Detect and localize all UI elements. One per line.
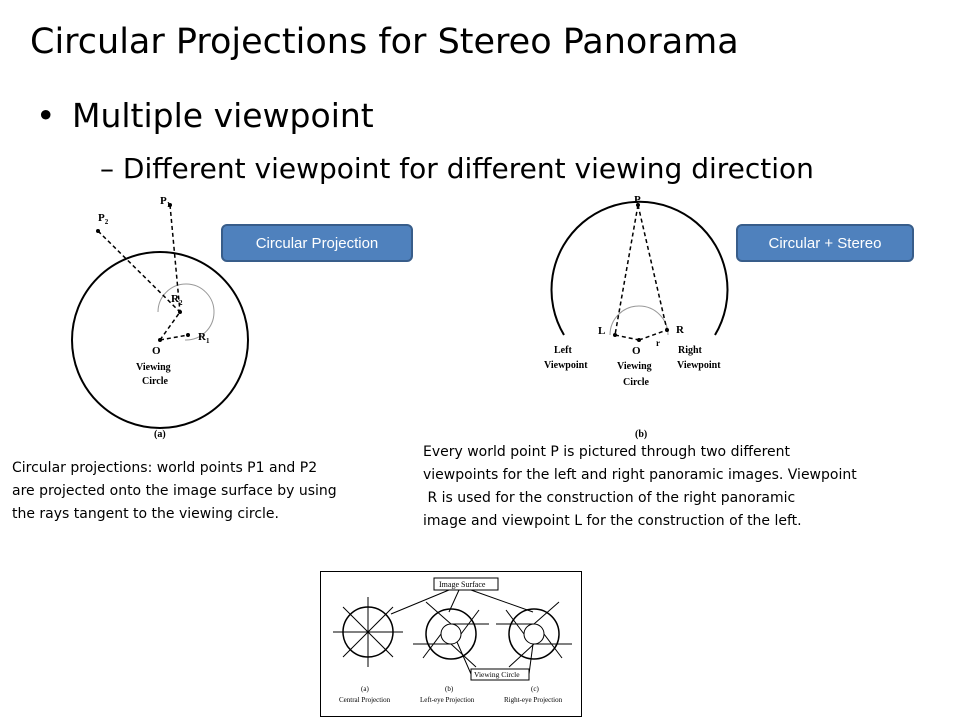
point-p2 [96, 229, 100, 233]
label-b: (b) [445, 685, 454, 693]
point-o [158, 338, 162, 342]
sub-bullet-text: Different viewpoint for different viewin… [122, 152, 814, 185]
label-l: L [598, 325, 605, 337]
label-c: (c) [531, 685, 539, 693]
circular-stereo-button[interactable]: Circular + Stereo [736, 224, 914, 262]
label-r: R [676, 324, 685, 336]
point-p [636, 203, 640, 207]
left-eye-projection [413, 601, 489, 668]
label-right: Right [678, 345, 703, 356]
radius-right [638, 329, 668, 341]
image-surface-box [433, 577, 499, 591]
caption-left-line: Circular projections: world points P1 an… [12, 460, 318, 476]
central-projection [333, 597, 403, 667]
bullet-text: Multiple viewpoint [72, 96, 374, 135]
caption-left-line: the rays tangent to the viewing circle. [12, 506, 279, 522]
caption-left-line: are projected onto the image surface by … [12, 483, 337, 499]
label-circle: Circle [623, 377, 649, 388]
image-surface-arc [550, 200, 729, 336]
viewing-circle-box [470, 668, 530, 681]
pointer-c [470, 589, 534, 613]
caption-right-line: Every world point P is pictured through … [423, 444, 791, 460]
radius-r1 [159, 334, 189, 341]
pointer-a [390, 589, 450, 615]
caption-left: Circular projections: world points P1 an… [12, 457, 412, 526]
pointer-viewing-b [456, 641, 472, 675]
point-p1 [168, 203, 172, 207]
label-p: P [634, 194, 641, 206]
viewing-circle-arc [157, 283, 215, 341]
label-r2: R2 [171, 293, 183, 307]
label-left-eye-projection: Left-eye Projection [420, 696, 475, 704]
figure-b-diagram: P L R O r Left Viewpoint Viewing Circle … [544, 194, 729, 440]
label-left: Left [554, 345, 572, 356]
image-surface-label: Image Surface [439, 580, 486, 589]
label-viewing: Viewing [617, 361, 652, 372]
label-p1: P1 [160, 195, 171, 209]
bullet-dot-icon: • [36, 96, 56, 135]
label-circle: Circle [142, 376, 168, 387]
pointer-viewing-c [528, 643, 534, 675]
radius-left [614, 334, 640, 341]
figure-a-diagram: P1 P2 R2 R1 O Viewing Circle (a) [71, 195, 249, 440]
label-p2: P2 [98, 212, 109, 226]
projection-comparison-diagram: Image Surface [333, 577, 572, 704]
caption-right-line: image and viewpoint L for the constructi… [423, 513, 802, 529]
ray-p1 [169, 204, 181, 313]
label-r1: R1 [198, 331, 210, 345]
circular-projection-button[interactable]: Circular Projection [221, 224, 413, 262]
viewing-circle-label: Viewing Circle [474, 670, 520, 679]
point-r1 [186, 333, 190, 337]
point-r [665, 328, 669, 332]
projection-comparison-figure: Image Surface [320, 571, 582, 717]
label-central-projection: Central Projection [339, 696, 391, 704]
slide-title: Circular Projections for Stereo Panorama [30, 22, 739, 62]
ray-right [637, 204, 668, 331]
ray-left [614, 204, 639, 336]
label-r-small: r [656, 338, 660, 348]
image-surface-circle [71, 251, 249, 429]
caption-right-line: viewpoints for the left and right panora… [423, 467, 857, 483]
bullet-item: • Multiple viewpoint [36, 96, 374, 135]
label-viewing: Viewing [136, 362, 171, 373]
label-a: (a) [361, 685, 369, 693]
label-right-eye-projection: Right-eye Projection [504, 696, 563, 704]
label-o: O [632, 345, 641, 357]
ray-p2 [97, 230, 181, 313]
point-l [613, 333, 617, 337]
label-right-viewpoint: Viewpoint [677, 360, 721, 371]
caption-right-line: R is used for the construction of the ri… [423, 490, 796, 506]
point-r2 [178, 310, 182, 314]
right-eye-projection [496, 601, 572, 668]
label-o: O [152, 345, 161, 357]
dash-icon: – [100, 152, 123, 185]
figure-a-caption: (a) [154, 429, 166, 440]
figure-b-caption: (b) [635, 429, 647, 440]
caption-right: Every world point P is pictured through … [423, 441, 958, 533]
sub-bullet: – Different viewpoint for different view… [100, 152, 814, 185]
radius-r2 [159, 311, 181, 341]
label-left-viewpoint: Viewpoint [544, 360, 588, 371]
